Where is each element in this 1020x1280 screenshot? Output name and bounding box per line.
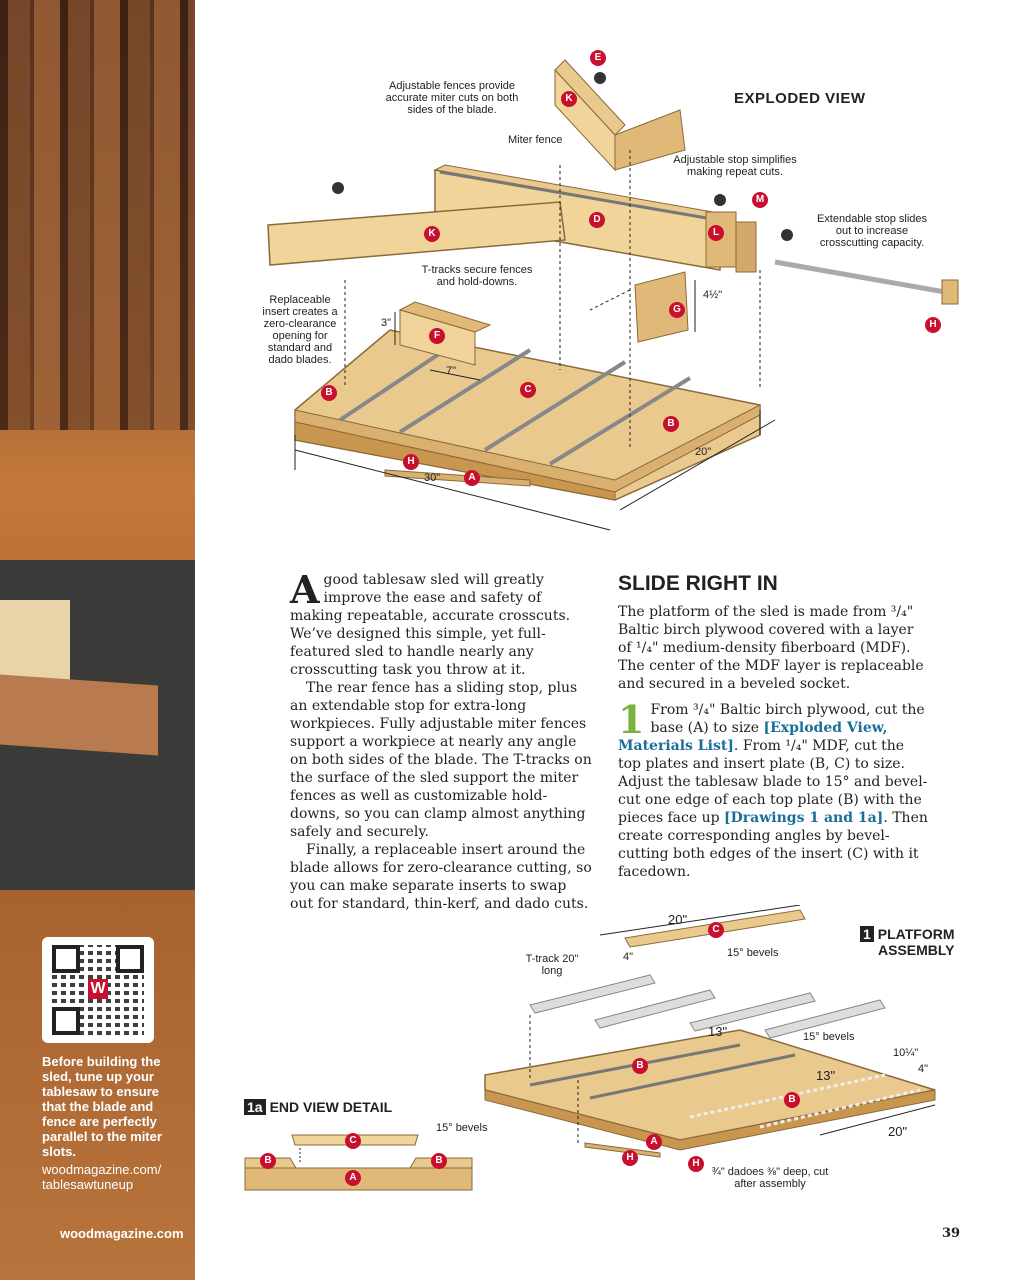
- link-exploded-view[interactable]: [Exploded View, Materials List]: [618, 720, 888, 754]
- exploded-view-illustration: [267, 59, 959, 531]
- part-badge-d: D: [589, 212, 605, 228]
- part-badge-c: C: [345, 1133, 361, 1149]
- part-badge-b: B: [784, 1092, 800, 1108]
- qr-corner-icon: [52, 1007, 80, 1035]
- part-badge-k: K: [561, 91, 577, 107]
- dropcap: A: [290, 567, 320, 612]
- part-badge-e: E: [590, 50, 606, 66]
- platform-assembly-illustration: [484, 905, 936, 1158]
- sidebar-url[interactable]: woodmagazine.com/tablesawtuneup: [42, 1162, 162, 1192]
- dim-20in: 20": [695, 446, 712, 458]
- dim-30in: 30": [424, 472, 441, 484]
- label-miter-fence: Miter fence: [508, 134, 563, 146]
- label-t-tracks: T-tracks secure fences and hold-downs.: [421, 264, 533, 288]
- part-badge-f: F: [429, 328, 445, 344]
- part-badge-h: H: [622, 1150, 638, 1166]
- paragraph-platform: The platform of the sled is made from ³/…: [618, 604, 924, 692]
- part-badge-i: H: [925, 317, 941, 333]
- part-badge-b: B: [321, 385, 337, 401]
- part-badge-a: A: [345, 1170, 361, 1186]
- label-bevels-1: 15° bevels: [727, 947, 779, 959]
- sidebar-tip: Before building the sled, tune up your t…: [42, 1054, 162, 1159]
- qr-code[interactable]: W: [42, 937, 154, 1043]
- part-badge-a: A: [464, 470, 480, 486]
- part-badge-h: H: [688, 1156, 704, 1172]
- dim-4in-right: 4": [918, 1063, 929, 1075]
- dim-13in-left: 13": [708, 1024, 728, 1039]
- dim-20in-top: 20": [668, 912, 688, 927]
- dim-10-25in: 10¼": [893, 1047, 919, 1059]
- paragraph-rear-fence: The rear fence has a sliding stop, plus …: [290, 680, 592, 840]
- paragraph-insert: Finally, a replaceable insert around the…: [290, 842, 592, 912]
- qr-corner-icon: [116, 945, 144, 973]
- dim-4-5in: 4½": [703, 289, 723, 301]
- sidebar-photo: W Before building the sled, tune up your…: [0, 0, 195, 1280]
- label-ttrack: T-track 20" long: [525, 953, 579, 977]
- part-badge-a: A: [646, 1134, 662, 1150]
- part-badge-b: B: [431, 1153, 447, 1169]
- label-replaceable-insert: Replaceable insert creates a zero-cleara…: [262, 294, 338, 366]
- intro-paragraph: good tablesaw sled will greatly improve …: [290, 572, 571, 678]
- label-extendable-stop: Extendable stop slides out to increase c…: [816, 213, 928, 249]
- dim-7in: 7": [446, 365, 457, 377]
- lumber-rack-photo: [0, 0, 195, 430]
- page-number: 39: [942, 1226, 961, 1241]
- part-badge-c: C: [520, 382, 536, 398]
- dim-13in-right: 13": [816, 1068, 836, 1083]
- part-badge-c: C: [708, 922, 724, 938]
- board-piece-photo: [0, 674, 158, 756]
- label-1a-bevels: 15° bevels: [436, 1122, 488, 1134]
- dim-20in-right: 20": [888, 1124, 908, 1139]
- end-view-illustration: [244, 1134, 473, 1191]
- label-adjustable-fences: Adjustable fences provide accurate miter…: [385, 80, 519, 116]
- label-bevels-2: 15° bevels: [803, 1031, 855, 1043]
- qr-corner-icon: [52, 945, 80, 973]
- part-badge-k: K: [424, 226, 440, 242]
- exploded-view-title: EXPLODED VIEW: [734, 90, 866, 107]
- label-adjustable-stop: Adjustable stop simplifies making repeat…: [673, 154, 797, 178]
- footer-url[interactable]: woodmagazine.com: [60, 1226, 184, 1241]
- link-drawings[interactable]: [Drawings 1 and 1a]: [724, 810, 884, 826]
- qr-logo: W: [88, 979, 108, 999]
- step-number: 1: [618, 697, 645, 742]
- part-badge-b: B: [632, 1058, 648, 1074]
- section-heading: SLIDE RIGHT IN: [618, 572, 778, 595]
- dim-3in: 3": [381, 317, 392, 329]
- part-badge-h: H: [403, 454, 419, 470]
- part-badge-l: L: [708, 225, 724, 241]
- plywood-piece-photo: [0, 600, 70, 680]
- article-column-2: The platform of the sled is made from ³/…: [618, 603, 930, 881]
- label-dadoes: ¾" dadoes ⅜" deep, cut after assembly: [711, 1166, 829, 1190]
- part-badge-b: B: [260, 1153, 276, 1169]
- part-badge-m: M: [752, 192, 768, 208]
- part-badge-b: B: [663, 416, 679, 432]
- part-badge-g: G: [669, 302, 685, 318]
- dim-4in-top: 4": [623, 951, 634, 963]
